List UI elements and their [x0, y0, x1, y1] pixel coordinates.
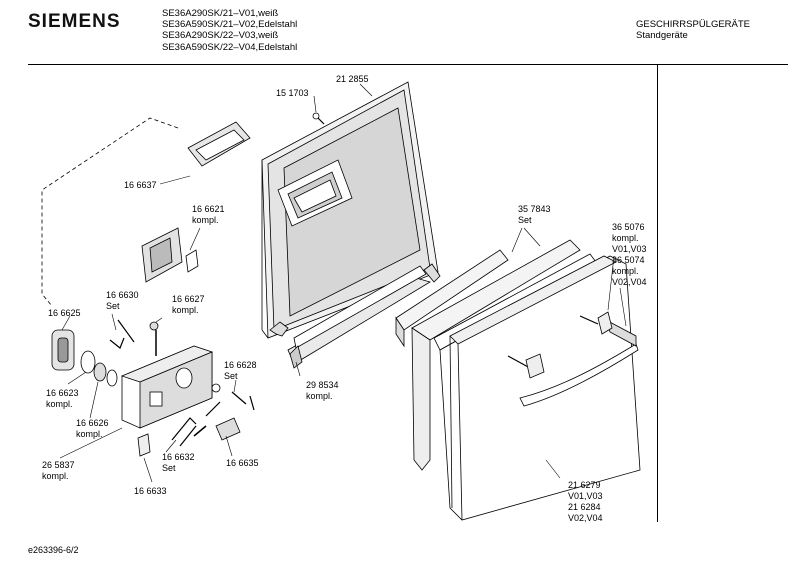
dispenser-cover-clip: [215, 417, 241, 441]
hinge-bracket: [423, 263, 441, 283]
handle-screw: [579, 315, 599, 325]
part-label: kompl.: [172, 305, 199, 315]
category-subtitle: Standgeräte: [636, 30, 688, 41]
part-label: 16 6637: [124, 180, 157, 190]
latch-spring: [193, 425, 207, 437]
part-label: Set: [106, 301, 120, 311]
door-seal: [287, 265, 431, 369]
part-label: 16 6633: [134, 486, 167, 496]
part-label: 16 6632: [162, 452, 195, 462]
side-divider: [657, 65, 658, 522]
part-label: 36 5076: [612, 222, 645, 232]
part-label: kompl.: [76, 429, 103, 439]
part-label: kompl.: [42, 471, 69, 481]
part-label: 36 5074: [612, 255, 645, 265]
product-category: GESCHIRRSPÜLGERÄTE Standgeräte: [636, 19, 750, 41]
handle-bracket: [525, 353, 545, 379]
small-clip: [137, 433, 151, 457]
dispenser-lid: [141, 227, 199, 283]
part-label: 16 6635: [226, 458, 259, 468]
screw-icon: [312, 112, 325, 125]
model-line: SE36A290SK/21–V01,weiß: [162, 8, 279, 19]
part-label: 16 6628: [224, 360, 257, 370]
part-label: 21 6284: [568, 502, 601, 512]
dispenser-pin: [149, 321, 159, 356]
part-label: 26 5837: [42, 460, 75, 470]
selector-knob: [93, 362, 107, 382]
selector-ring: [106, 369, 118, 387]
program-selector: [51, 329, 75, 371]
part-label: Set: [518, 215, 532, 225]
part-label: 16 6623: [46, 388, 79, 398]
part-label: kompl.: [612, 233, 639, 243]
model-line: SE36A290SK/22–V03,weiß: [162, 30, 279, 42]
inner-door-panel: [261, 81, 439, 339]
category-title: GESCHIRRSPÜLGERÄTE: [636, 19, 751, 30]
spring-clip: [109, 337, 125, 349]
part-label: kompl.: [46, 399, 73, 409]
leader-lines: [59, 83, 627, 483]
lever-pin: [117, 319, 135, 343]
latch-hook: [171, 417, 197, 441]
dashed-assembly-outline: [41, 117, 179, 307]
part-label: kompl.: [612, 266, 639, 276]
part-label: 16 6626: [76, 418, 109, 428]
drawing-code: e263396-6/2: [28, 545, 79, 555]
model-list: SE36A290SK/21–V01,weiß SE36A590SK/21–V02…: [162, 8, 297, 53]
part-label: kompl.: [306, 391, 333, 401]
handle-bracket: [597, 311, 613, 335]
header-divider: [28, 64, 788, 65]
part-label: 16 6625: [48, 308, 81, 318]
brand-logo: SIEMENS: [28, 11, 121, 32]
part-label: Set: [224, 371, 238, 381]
part-label: 16 6627: [172, 294, 205, 304]
part-label: 21 6279: [568, 480, 601, 490]
part-label: V01,V03: [568, 491, 603, 501]
front-door-panel: [439, 255, 641, 521]
part-label: 29 8534: [306, 380, 339, 390]
dispenser-spring-set: [205, 383, 255, 417]
model-line: SE36A590SK/22–V04,Edelstahl: [162, 41, 298, 53]
dosage-window-frame: [187, 121, 251, 167]
handle-screw: [507, 355, 531, 369]
latch-hook: [179, 425, 197, 447]
part-label: 16 6621: [192, 204, 225, 214]
part-label: Set: [162, 463, 176, 473]
part-label: 16 6630: [106, 290, 139, 300]
part-label: V02,V04: [568, 513, 603, 523]
model-line: SE36A590SK/21–V02,Edelstahl: [162, 19, 298, 31]
selector-ring: [80, 350, 96, 374]
part-label: V02,V04: [612, 277, 647, 287]
part-label: 21 2855: [336, 74, 369, 84]
part-label: V01,V03: [612, 244, 647, 254]
part-label: 15 1703: [276, 88, 309, 98]
part-label: kompl.: [192, 215, 219, 225]
detergent-dispenser: [120, 345, 214, 429]
seal-clip: [269, 321, 289, 337]
part-label: 35 7843: [518, 204, 551, 214]
